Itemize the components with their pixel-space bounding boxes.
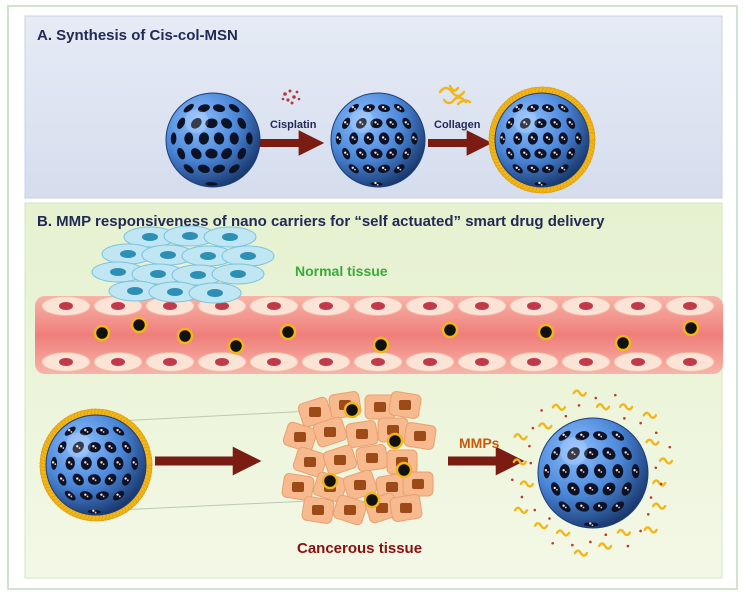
zoom-line-bottom [117,499,331,511]
mmps-label: MMPs [459,435,500,451]
panel-a-title: A. Synthesis of Cis-col-MSN [37,27,238,44]
released-particle [510,389,674,557]
cisplatin-label: Cisplatin [270,119,317,131]
cisplatin-dots-icon [281,89,301,105]
cisplatin-loaded-msn-particle [330,92,426,188]
cancerous-tissue-label: Cancerous tissue [297,540,423,557]
panel-b-title: B. MMP responsiveness of nano carriers f… [37,213,605,230]
zoom-line-top [117,409,331,422]
collagen-fiber-icon [438,84,472,106]
normal-tissue-cells [91,225,275,304]
carrier-particle-zoom [39,408,153,522]
vessel-nanoparticles [93,316,700,355]
collagen-coated-msn-particle [488,86,596,194]
bare-msn-particle [165,92,261,188]
vessel-endothelial-cells [41,296,715,372]
normal-tissue-label: Normal tissue [295,263,388,279]
collagen-label: Collagen [434,119,481,131]
tumor-nanoparticles [321,401,413,509]
